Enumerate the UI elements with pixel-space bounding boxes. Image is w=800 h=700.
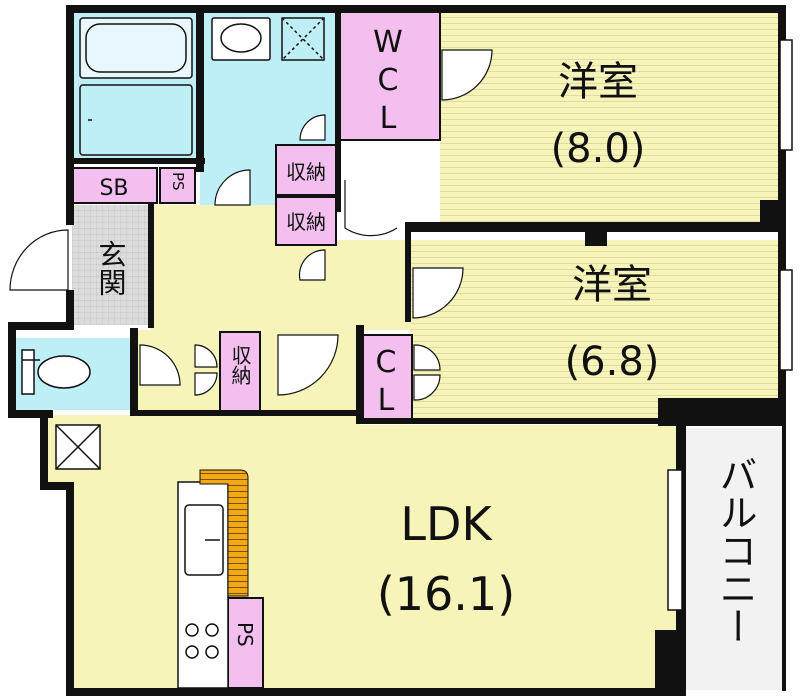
entrance-floor xyxy=(72,205,150,325)
cl-line1: C xyxy=(376,345,397,380)
wcl-line3: L xyxy=(380,101,397,136)
balcony-floor xyxy=(685,428,785,690)
entrance-name: 玄関 xyxy=(95,240,128,296)
ldk-name: LDK xyxy=(400,497,493,551)
shoe-box-label: SB xyxy=(99,176,128,201)
pipe-space-top xyxy=(159,167,196,204)
ldk-floor xyxy=(45,415,680,690)
pipe-space-kitchen-label: PS xyxy=(233,622,257,647)
bedroom2-floor xyxy=(410,240,780,420)
storage-hall-label: 収納 xyxy=(228,345,252,385)
bathtub xyxy=(79,17,193,156)
doors xyxy=(9,49,493,401)
windows xyxy=(667,39,793,611)
balcony-name: バルコニー xyxy=(713,455,757,645)
bedroom2-size: (6.8) xyxy=(565,339,660,385)
pipe-space-top-label: PS xyxy=(169,172,187,191)
storage-mid xyxy=(275,196,337,246)
shoe-box xyxy=(71,167,158,204)
bedroom2-name: 洋室 xyxy=(572,262,652,308)
wcl-line1: W xyxy=(373,25,403,60)
pipe-space-kitchen xyxy=(227,597,264,689)
bedroom1-floor xyxy=(440,10,780,222)
storage-top-label: 収納 xyxy=(286,160,326,184)
bedroom1-size: (8.0) xyxy=(551,126,646,172)
storage-mid-label: 収納 xyxy=(286,210,326,234)
walls xyxy=(8,5,786,696)
kitchen-counter xyxy=(177,481,229,689)
toilet xyxy=(21,349,91,395)
refrigerator xyxy=(55,424,101,470)
closet xyxy=(361,334,413,421)
bedroom1-name: 洋室 xyxy=(558,59,638,105)
wooden-counter xyxy=(199,469,249,597)
hallway-floor xyxy=(150,205,410,330)
washbasin xyxy=(211,17,325,61)
cl-line2: L xyxy=(378,383,395,418)
storage-hall xyxy=(219,331,261,413)
wcl-line2: C xyxy=(378,63,399,98)
ldk-size: (16.1) xyxy=(377,567,515,621)
